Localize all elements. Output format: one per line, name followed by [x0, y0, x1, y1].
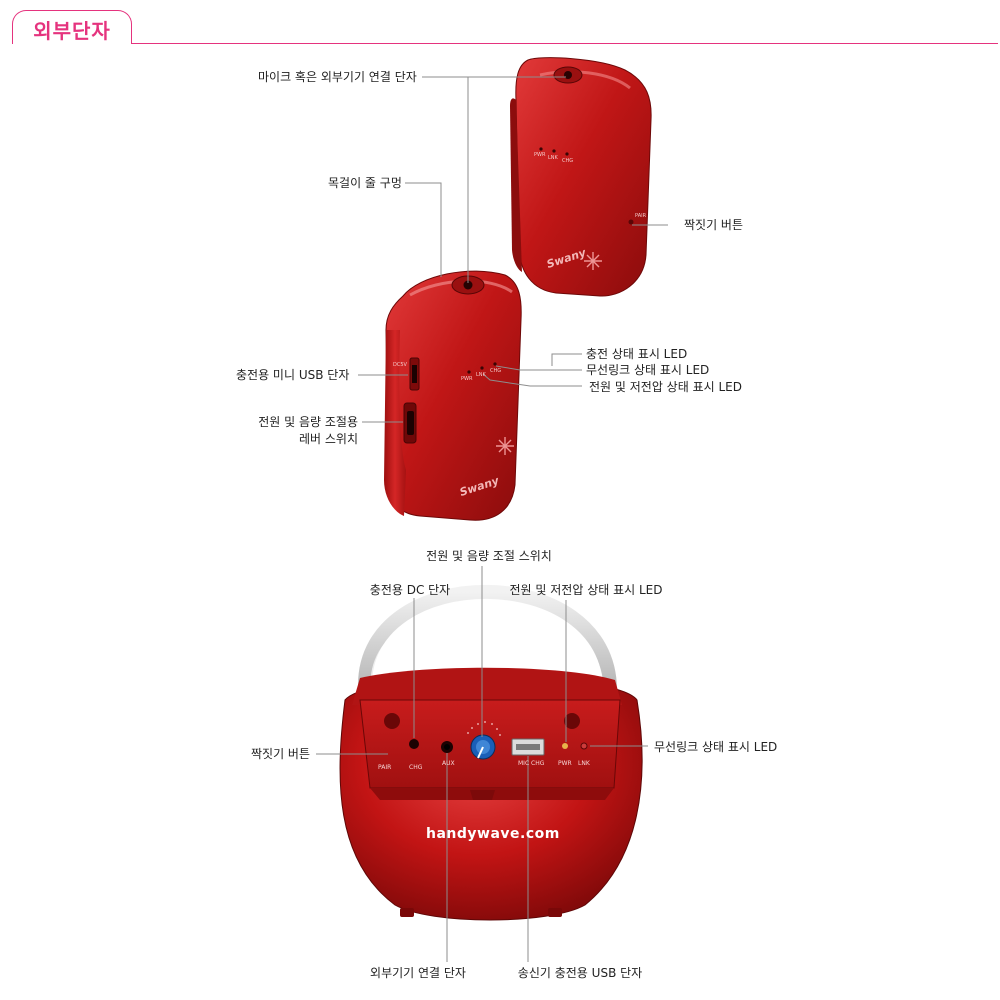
label-aux-jack: 외부기기 연결 단자	[370, 966, 466, 980]
leader-lines	[316, 76, 668, 962]
usb-mark: DC5V	[393, 362, 407, 368]
label-power-led: 전원 및 저전압 상태 표시 LED	[589, 380, 742, 394]
label-link-led: 무선링크 상태 표시 LED	[586, 363, 710, 377]
panel-mark-pwr: PWR	[558, 760, 572, 767]
label-charge-led: 충전 상태 표시 LED	[586, 347, 688, 361]
transmitter-front-view	[384, 270, 522, 521]
label-speaker-link-led: 무선링크 상태 표시 LED	[654, 740, 778, 754]
pair-mark: PAIR	[635, 213, 647, 219]
label-volume-switch: 전원 및 음량 조절 스위치	[426, 549, 552, 563]
label-usb-charge: 송신기 충전용 USB 단자	[517, 966, 643, 980]
panel-mark-pair: PAIR	[378, 764, 392, 771]
label-mic-jack: 마이크 혹은 외부기기 연결 단자	[258, 70, 417, 84]
section-title: 외부단자	[33, 19, 111, 43]
section-tab: 외부단자	[12, 10, 132, 44]
panel-mark-aux: AUX	[442, 760, 455, 767]
header-rule	[131, 43, 998, 44]
label-pair-button-speaker: 짝짓기 버튼	[251, 747, 311, 761]
label-dc-jack: 충전용 DC 단자	[369, 583, 451, 597]
label-lever-switch-2: 레버 스위치	[298, 432, 358, 446]
label-strap-hole: 목걸이 줄 구멍	[328, 176, 402, 190]
front-led-label-lnk: LNK	[476, 372, 486, 378]
transmitter-back-view	[510, 57, 652, 297]
panel-mark-lnk: LNK	[578, 760, 590, 767]
label-usb-port: 충전용 미니 USB 단자	[236, 368, 350, 382]
label-pair-button-transmitter: 짝짓기 버튼	[684, 218, 744, 232]
back-led-label-chg: CHG	[562, 158, 574, 164]
panel-mark-chg: CHG	[409, 764, 423, 771]
label-lever-switch-1: 전원 및 음량 조절용	[258, 415, 358, 429]
back-led-label-lnk: LNK	[548, 155, 558, 161]
panel-mark-mic-chg: MIC CHG	[518, 760, 545, 767]
speaker-view	[339, 584, 643, 921]
back-led-label-pwr: PWR	[534, 152, 546, 158]
front-led-label-pwr: PWR	[461, 376, 473, 382]
front-led-label-chg: CHG	[490, 368, 502, 374]
speaker-website: handywave.com	[426, 826, 560, 842]
label-speaker-power-led: 전원 및 저전압 상태 표시 LED	[509, 583, 663, 597]
